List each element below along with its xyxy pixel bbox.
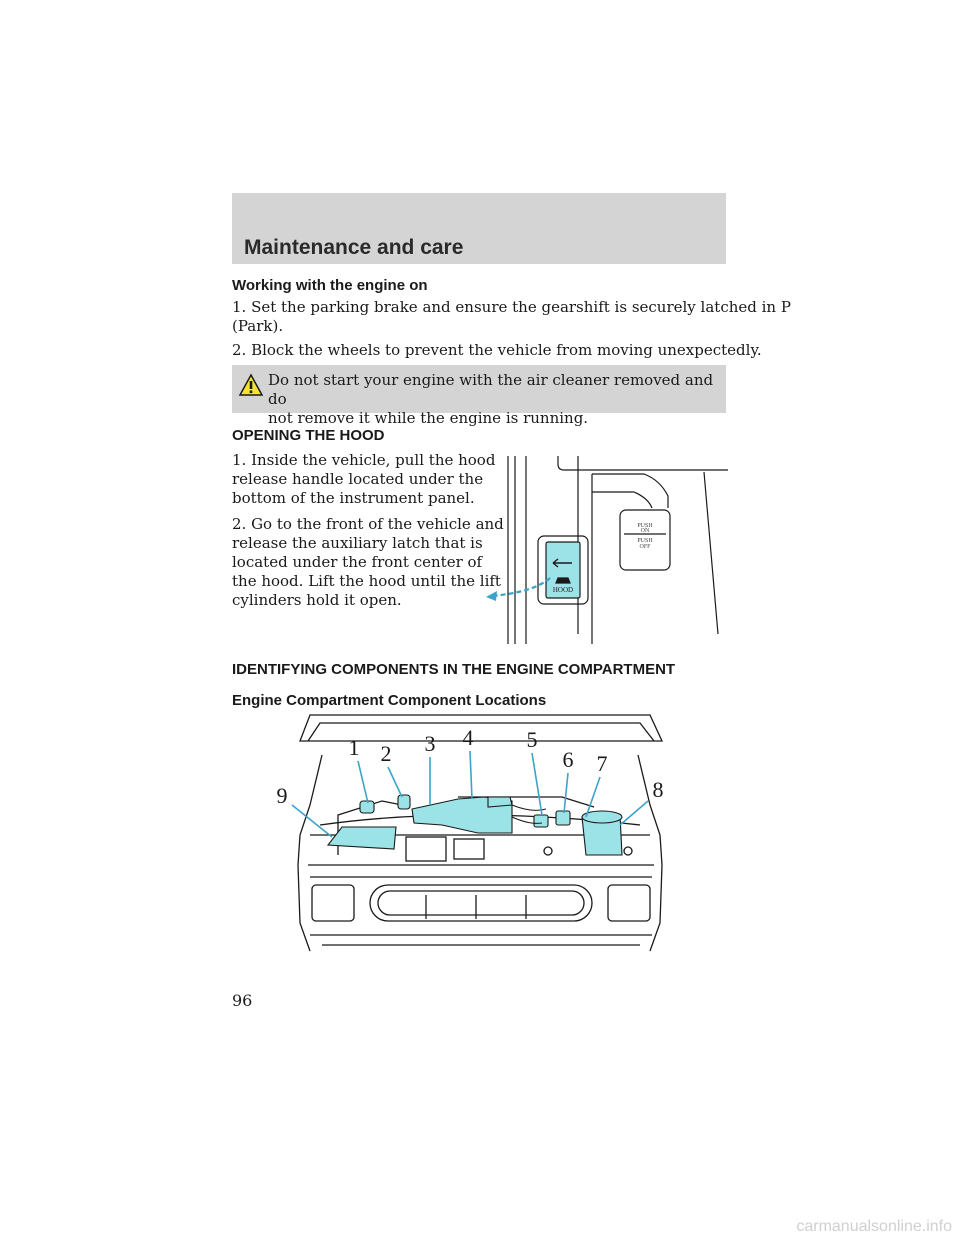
hood-step2-line: the hood. Lift the hood until the lift (232, 572, 501, 590)
push-off-label-bottom: OFF (639, 544, 651, 550)
subheading-component-locations: Engine Compartment Component Locations (232, 692, 547, 709)
callout-3: 3 (425, 731, 436, 756)
step2-text: 2. Block the wheels to prevent the vehic… (232, 341, 762, 359)
warning-triangle-icon (238, 373, 264, 396)
warning-line1: Do not start your engine with the air cl… (268, 371, 714, 408)
warning-line2: not remove it while the engine is runnin… (268, 409, 589, 427)
page-number: 96 (232, 991, 253, 1010)
heading-identifying-components: IDENTIFYING COMPONENTS IN THE ENGINE COM… (232, 661, 676, 678)
watermark: carmanualsonline.info (796, 1218, 952, 1235)
push-on-label-top: PUSH (637, 523, 653, 529)
section-title: Maintenance and care (244, 236, 464, 259)
hood-step1: 1. Inside the vehicle, pull the hood rel… (232, 451, 495, 508)
callout-1: 1 (349, 735, 360, 760)
hood-step2-line: release the auxiliary latch that is (232, 534, 483, 552)
callout-2: 2 (381, 741, 392, 766)
callout-7: 7 (597, 751, 608, 776)
hood-release-label: HOOD (553, 586, 573, 594)
push-on-label-bottom: ON (641, 528, 650, 534)
hood-step1-line: 1. Inside the vehicle, pull the hood (232, 451, 496, 469)
callout-4: 4 (463, 725, 474, 750)
callout-6: 6 (563, 747, 574, 772)
section-header-band: Maintenance and care (232, 193, 726, 264)
hood-step2-line: located under the front center of (232, 553, 483, 571)
push-off-label-top: PUSH (637, 538, 653, 544)
hood-step2: 2. Go to the front of the vehicle and re… (232, 515, 504, 610)
callout-5: 5 (527, 727, 538, 752)
hood-step2-line: cylinders hold it open. (232, 591, 402, 609)
hood-release-figure: PUSH ON PUSH OFF HOOD (486, 456, 728, 644)
heading-opening-hood: OPENING THE HOOD (232, 427, 385, 444)
hood-step2-line: 2. Go to the front of the vehicle and (232, 515, 504, 533)
engine-compartment-figure: 1 2 3 4 5 6 7 8 9 (277, 714, 664, 952)
hood-step1-line: bottom of the instrument panel. (232, 489, 475, 507)
callout-9: 9 (277, 783, 288, 808)
callout-8: 8 (653, 777, 664, 802)
step1-line2: (Park). (232, 317, 284, 335)
warning-box: Do not start your engine with the air cl… (232, 365, 726, 427)
hood-step1-line: release handle located under the (232, 470, 484, 488)
heading-working-engine-on: Working with the engine on (232, 277, 428, 294)
step1-line1: 1. Set the parking brake and ensure the … (232, 298, 791, 316)
